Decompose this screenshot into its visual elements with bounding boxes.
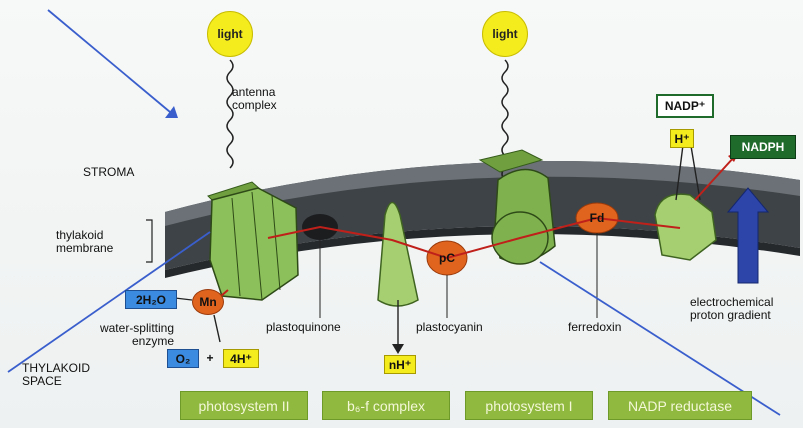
- light-label-2: light: [492, 27, 517, 41]
- photosystem-ii: [210, 188, 298, 300]
- h2o-badge: 2H₂O: [125, 290, 177, 309]
- water-splitting-label: water-splitting enzyme: [50, 322, 174, 348]
- plastoquinone-label: plastoquinone: [266, 321, 341, 334]
- membrane-bracket: [146, 220, 152, 262]
- thylakoid-space-label: THYLAKOID SPACE: [22, 362, 90, 388]
- h-plus-badge: H⁺: [670, 129, 694, 148]
- wavy-photon-icon: [227, 60, 233, 168]
- electrochemical-gradient-label: electrochemical proton gradient: [690, 296, 773, 322]
- legend-b6f-complex: b₆-f complex: [322, 391, 450, 420]
- nadp-plus-badge: NADP⁺: [656, 94, 714, 118]
- stroma-label: STROMA: [83, 166, 134, 179]
- plus-sign: +: [203, 349, 217, 366]
- light-label-1: light: [217, 27, 242, 41]
- legend-nadp-reductase: NADP reductase: [608, 391, 752, 420]
- light-source-icon: light: [207, 11, 253, 57]
- thylakoid-membrane-label: thylakoid membrane: [56, 229, 113, 255]
- nh-plus-badge: nH⁺: [384, 355, 416, 374]
- light-source-icon: light: [482, 11, 528, 57]
- nadph-badge: NADPH: [730, 135, 796, 159]
- mn-cluster: Mn: [192, 289, 224, 315]
- antenna-complex-label: antenna complex: [232, 86, 277, 112]
- legend-photosystem-ii: photosystem II: [180, 391, 308, 420]
- fd-label: Fd: [585, 210, 609, 226]
- plastocyanin-label: plastocyanin: [416, 321, 483, 334]
- legend-photosystem-i: photosystem I: [465, 391, 593, 420]
- pc-label: pC: [434, 250, 460, 266]
- 4h-plus-badge: 4H⁺: [223, 349, 259, 368]
- ferredoxin-label: ferredoxin: [568, 321, 621, 334]
- annotation-line-1: [48, 10, 170, 112]
- o2-badge: O₂: [167, 349, 199, 368]
- o2-arrow: [214, 315, 220, 342]
